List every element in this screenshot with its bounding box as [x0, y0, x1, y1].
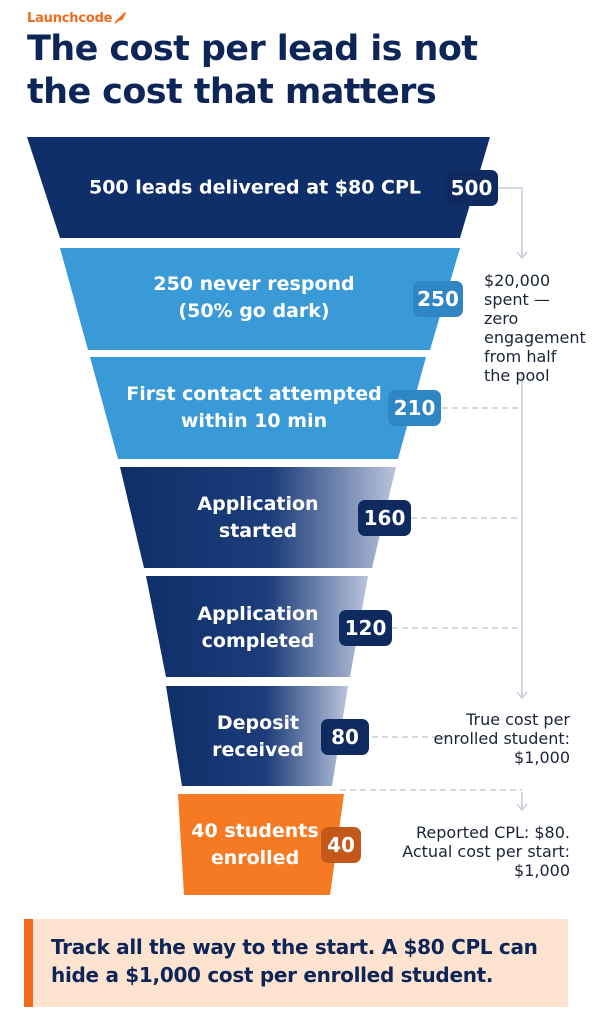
funnel-segment-120	[146, 576, 368, 677]
connector-spine-arrow	[516, 691, 528, 700]
stage-label-250-line-1: 250 never respond	[153, 273, 355, 295]
funnel-segment-80	[166, 686, 348, 786]
note-true-cost: True cost per enrolled student: $1,000	[390, 710, 570, 767]
note-true-cost-line-1: True cost per	[466, 710, 570, 729]
stage-label-80: Deposit received	[212, 710, 304, 764]
count-badge-160: 160	[358, 500, 411, 536]
note-reported-cpl: Reported CPL: $80. Actual cost per start…	[355, 823, 570, 880]
stage-label-210: First contact attempted within 10 min	[126, 381, 381, 435]
callout-text: Track all the way to the start. A $80 CP…	[51, 933, 561, 989]
callout-line-1: Track all the way to the start. A $80 CP…	[51, 935, 538, 959]
count-badge-210: 210	[388, 390, 441, 426]
connector-main-arrow	[516, 251, 528, 260]
connector-lower-arrow	[516, 803, 528, 812]
funnel-segment-250	[60, 248, 460, 350]
stage-label-120: Application completed	[197, 601, 318, 655]
stage-label-210-line-1: First contact attempted	[126, 383, 382, 405]
stage-label-80-line-1: Deposit	[216, 712, 300, 734]
stage-label-40: 40 students enrolled	[191, 818, 318, 872]
brand-name: Launchcode	[27, 10, 113, 26]
note-spend-no-engagement: $20,000 spent — zero engagement from hal…	[484, 271, 589, 385]
takeaway-callout: Track all the way to the start. A $80 CP…	[24, 919, 568, 1007]
rocket-icon	[114, 12, 127, 24]
funnel-segment-500	[27, 137, 490, 238]
stage-label-500: 500 leads delivered at $80 CPL	[89, 175, 421, 202]
stage-label-40-line-1: 40 students	[191, 820, 319, 842]
count-badge-40: 40	[321, 827, 361, 863]
title-line-1: The cost per lead is not	[27, 29, 478, 69]
connector-main	[497, 187, 523, 256]
stage-label-250-line-2: (50% go dark)	[178, 300, 330, 322]
note-reported-line-3: $1,000	[514, 861, 570, 880]
stage-label-120-line-2: completed	[201, 630, 315, 652]
stage-label-160: Application started	[197, 491, 318, 545]
stage-label-80-line-2: received	[212, 739, 304, 761]
note-reported-line-1: Reported CPL: $80.	[416, 823, 570, 842]
page-title: The cost per lead is not the cost that m…	[27, 28, 572, 114]
callout-accent-bar	[24, 919, 33, 1007]
count-badge-80: 80	[321, 719, 369, 755]
note-spend-line-3: engagement	[484, 328, 586, 347]
stage-label-120-line-1: Application	[197, 603, 319, 625]
funnel-segment-40	[178, 794, 344, 895]
funnel-segment-210	[90, 357, 426, 459]
brand-logo: Launchcode	[27, 9, 127, 27]
stage-label-210-line-2: within 10 min	[180, 410, 328, 432]
count-badge-500: 500	[445, 170, 498, 206]
note-true-cost-line-3: $1,000	[514, 748, 570, 767]
note-reported-line-2: Actual cost per start:	[402, 842, 570, 861]
note-spend-line-5: the pool	[484, 366, 550, 385]
note-true-cost-line-2: enrolled student:	[433, 729, 570, 748]
count-badge-120: 120	[339, 610, 392, 646]
note-spend-line-2: spent — zero	[484, 290, 550, 328]
callout-line-2: hide a $1,000 cost per enrolled student.	[51, 963, 494, 987]
stage-label-160-line-1: Application	[197, 493, 319, 515]
stage-label-40-line-2: enrolled	[210, 847, 300, 869]
connector-lines	[340, 187, 528, 812]
count-badge-250: 250	[413, 281, 463, 317]
funnel-segment-160	[120, 467, 396, 568]
note-spend-line-4: from half	[484, 347, 557, 366]
stage-label-160-line-2: started	[218, 520, 298, 542]
stage-label-500-line-1: 500 leads delivered at $80 CPL	[88, 176, 422, 199]
note-spend-line-1: $20,000	[484, 271, 551, 290]
title-line-2: the cost that matters	[27, 72, 437, 112]
stage-label-250: 250 never respond (50% go dark)	[153, 271, 354, 325]
